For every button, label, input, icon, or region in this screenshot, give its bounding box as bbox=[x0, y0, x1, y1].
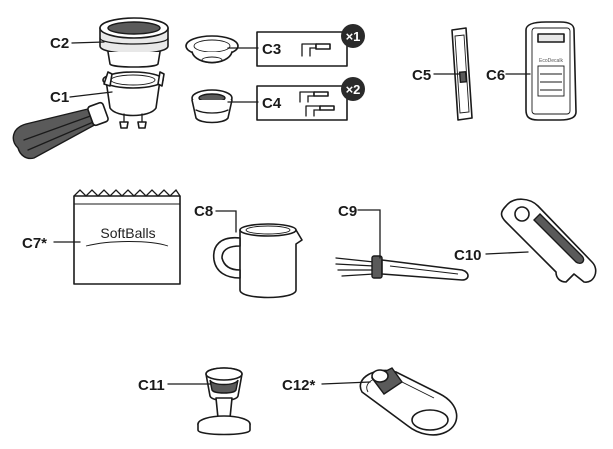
label-c7: C7* bbox=[22, 235, 47, 252]
label-c12: C12* bbox=[282, 377, 316, 394]
svg-text:×2: ×2 bbox=[346, 82, 361, 97]
c4-box bbox=[256, 85, 348, 121]
label-c2: C2 bbox=[50, 35, 69, 52]
badge-x1: ×1 bbox=[341, 24, 365, 48]
label-c11: C11 bbox=[138, 377, 165, 394]
badge-x2: ×2 bbox=[341, 77, 365, 101]
label-c9: C9 bbox=[338, 203, 357, 220]
softballs-bag-c7: SoftBalls bbox=[73, 188, 181, 285]
descaler-pack-c6: EcoDecalk bbox=[525, 21, 577, 121]
single-basket-c3 bbox=[185, 35, 239, 64]
label-c6: C6 bbox=[486, 67, 505, 84]
label-c8: C8 bbox=[194, 203, 213, 220]
label-c1: C1 bbox=[50, 89, 69, 106]
label-c3: C3 bbox=[262, 41, 281, 58]
test-strip-c5 bbox=[451, 27, 473, 121]
leader-lines bbox=[53, 41, 531, 385]
multi-tool-c10 bbox=[500, 198, 597, 283]
double-basket-c4 bbox=[191, 89, 233, 124]
label-c10: C10 bbox=[454, 247, 482, 264]
svg-text:EcoDecalk: EcoDecalk bbox=[539, 58, 563, 64]
tamper-c11 bbox=[197, 367, 251, 436]
label-c5: C5 bbox=[412, 67, 431, 84]
brush-c9 bbox=[335, 255, 469, 281]
label-c4: C4 bbox=[262, 95, 282, 112]
milk-jug-c8 bbox=[212, 223, 303, 299]
filter-basket-c2 bbox=[99, 17, 169, 68]
tamper-stand-c12 bbox=[359, 367, 458, 436]
svg-text:SoftBalls: SoftBalls bbox=[100, 225, 155, 241]
c3-box bbox=[256, 31, 348, 67]
portafilter-c1 bbox=[12, 71, 165, 160]
svg-text:×1: ×1 bbox=[346, 29, 361, 44]
